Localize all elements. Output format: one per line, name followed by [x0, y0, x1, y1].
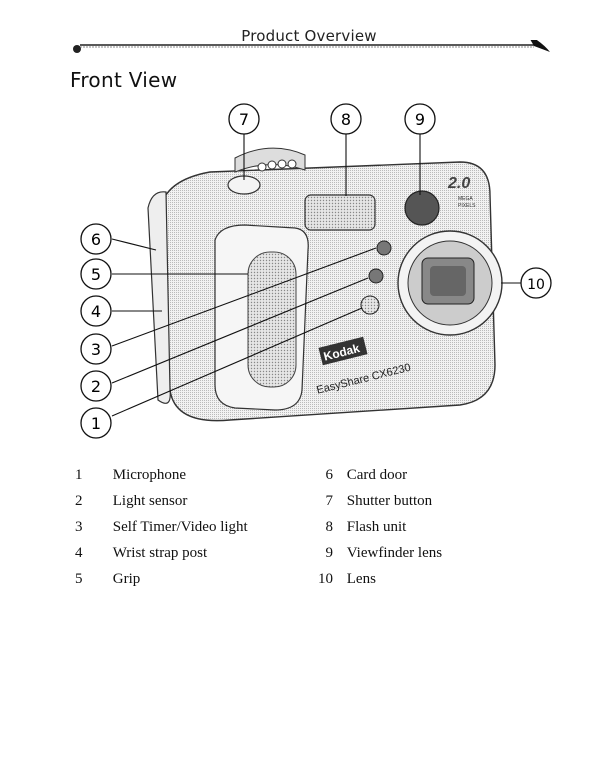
mode-dial: [234, 147, 306, 173]
legend-item: 10 Lens: [307, 571, 376, 597]
page-header-title: Product Overview: [241, 27, 377, 45]
light-sensor: [368, 268, 384, 284]
callout-6: 6: [80, 223, 112, 255]
legend-label: Grip: [112, 571, 141, 587]
svg-text:8: 8: [341, 110, 351, 129]
camera-body: Kodak EasyShare CX6230 2.0 MEGA PIXELS: [147, 147, 503, 422]
callout-5: 5: [80, 258, 112, 290]
svg-text:4: 4: [91, 302, 101, 321]
callout-7: 7: [228, 103, 260, 135]
legend-item: 9 Viewfinder lens: [307, 545, 443, 571]
legend-item: 4 Wrist strap post: [75, 545, 207, 571]
legend-number: 2: [75, 493, 83, 509]
pixels-text: PIXELS: [458, 203, 476, 209]
callout-1: 1: [80, 407, 112, 439]
callout-8: 8: [330, 103, 362, 135]
microphone: [360, 295, 380, 315]
legend-number: 5: [75, 571, 83, 587]
svg-text:9: 9: [415, 110, 425, 129]
callout-4: 4: [80, 295, 112, 327]
legend-item: 5 Grip: [75, 571, 140, 597]
svg-text:6: 6: [91, 230, 101, 249]
lens: [397, 230, 503, 336]
legend-label: Viewfinder lens: [346, 545, 443, 561]
legend-item: 2 Light sensor: [75, 493, 187, 519]
svg-text:7: 7: [239, 110, 249, 129]
legend-label: Self Timer/Video light: [112, 519, 248, 535]
legend-number: 10: [318, 571, 333, 587]
legend-label: Flash unit: [346, 519, 407, 535]
legend-number: 9: [325, 545, 334, 561]
viewfinder-lens: [404, 190, 440, 226]
megapixel-badge: 2.0: [447, 175, 470, 192]
flash-unit: [304, 194, 376, 231]
svg-text:10: 10: [527, 277, 545, 293]
callout-2: 2: [80, 370, 112, 402]
mega-text: MEGA: [458, 196, 473, 202]
legend-number: 7: [325, 493, 334, 509]
legend-number: 6: [325, 467, 334, 483]
legend-item: 6 Card door: [307, 467, 408, 493]
legend-label: Microphone: [112, 467, 187, 483]
legend-number: 4: [75, 545, 83, 561]
legend-number: 8: [325, 519, 334, 535]
callout-10: 10: [520, 267, 552, 299]
self-timer-light: [376, 240, 392, 256]
callout-3: 3: [80, 333, 112, 365]
camera-front-view-diagram: Kodak EasyShare CX6230 2.0 MEGA PIXELS 7…: [80, 103, 552, 439]
header-rule: [73, 40, 550, 53]
legend-item: 7 Shutter button: [307, 493, 433, 519]
legend-label: Card door: [346, 467, 408, 483]
section-title: Front View: [70, 68, 178, 92]
legend-item: 1 Microphone: [75, 467, 186, 493]
legend-item: 3 Self Timer/Video light: [75, 519, 248, 545]
svg-text:2: 2: [91, 377, 101, 396]
legend-number: 1: [75, 467, 83, 483]
legend-label: Light sensor: [112, 493, 188, 509]
legend-label: Lens: [346, 571, 376, 587]
legend-label: Shutter button: [346, 493, 433, 509]
svg-text:1: 1: [91, 414, 101, 433]
legend-item: 8 Flash unit: [307, 519, 407, 545]
legend-number: 3: [75, 519, 83, 535]
legend-label: Wrist strap post: [112, 545, 208, 561]
callout-9: 9: [404, 103, 436, 135]
svg-text:3: 3: [91, 340, 101, 359]
svg-text:5: 5: [91, 265, 101, 284]
leader-lines: [111, 134, 521, 417]
